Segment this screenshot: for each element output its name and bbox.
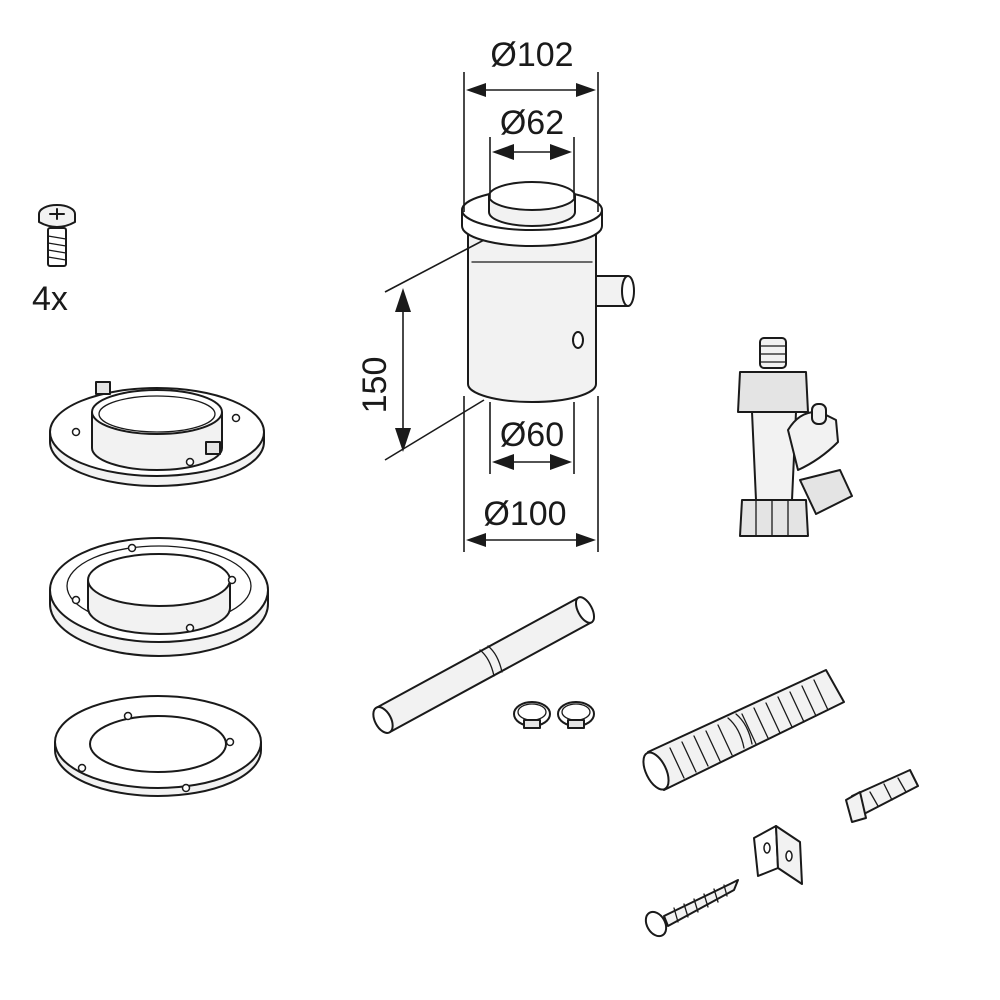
clamp-flange-icon <box>49 381 265 487</box>
hose-clamp-icon <box>513 701 595 729</box>
corrugated-hose-icon <box>642 669 845 791</box>
screw-quantity-label: 4x <box>32 280 68 318</box>
dim-height-label: 150 <box>356 357 394 414</box>
dim-inner-top-label: Ø62 <box>500 104 564 142</box>
dim-outer-bottom-label: Ø100 <box>483 495 566 533</box>
dim-outer-top-label: Ø102 <box>490 36 573 74</box>
pan-head-screw-icon <box>38 204 76 267</box>
dimension-lines <box>384 72 599 552</box>
stepped-flange-icon <box>49 537 269 657</box>
condensate-siphon-icon <box>737 337 853 537</box>
dim-inner-bottom-label: Ø60 <box>500 416 564 454</box>
wood-screw-icon <box>644 879 739 938</box>
flat-rosette-icon <box>54 695 262 797</box>
wall-plug-icon <box>845 769 919 823</box>
concentric-adapter-icon <box>461 181 635 403</box>
drain-pipe-icon <box>372 596 596 734</box>
mounting-bracket-icon <box>753 825 803 885</box>
